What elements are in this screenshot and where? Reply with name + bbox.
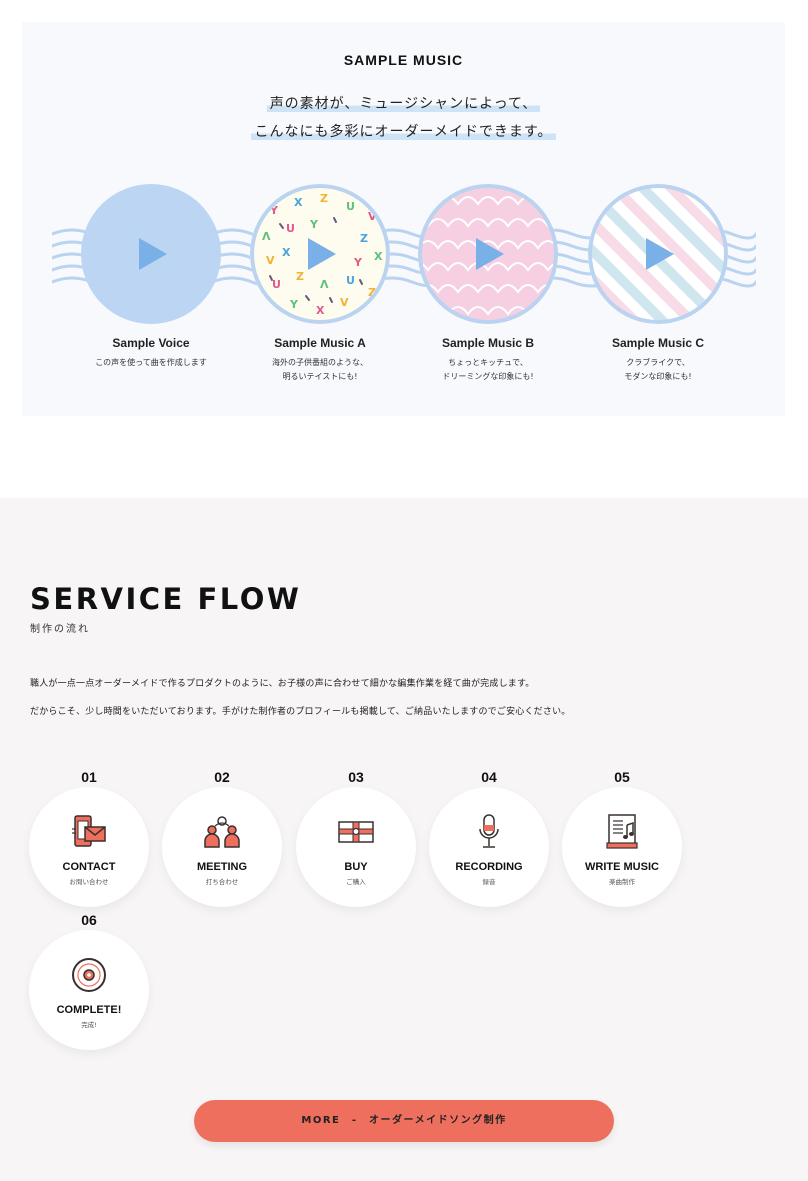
step-number: 05	[614, 769, 630, 785]
sample-music-title: SAMPLE MUSIC	[343, 52, 464, 68]
microphone-icon	[479, 814, 499, 848]
desc-line: ドリーミングな印象にも!	[442, 372, 534, 381]
step-circle: BUY ご購入	[296, 787, 416, 907]
step-label: RECORDING	[455, 861, 523, 873]
step-jp-label: 完成!	[81, 1021, 97, 1029]
desc-line: ちょっとキッチュで、	[448, 358, 528, 367]
music-sheet-icon	[606, 814, 638, 849]
desc-line: クラブライクで、	[626, 358, 690, 367]
service-flow-section: SERVICE FLOW 制作の流れ 職人が一点一点オーダーメイドで作るプロダク…	[0, 498, 808, 1181]
step-jp-label: 楽曲制作	[609, 878, 635, 886]
step-circle: MEETING 打ち合わせ	[162, 787, 282, 907]
step-label: COMPLETE!	[56, 1004, 122, 1016]
step-label: BUY	[344, 861, 368, 873]
service-flow-title: SERVICE FLOW	[30, 582, 302, 616]
desc-line: モダンな印象にも!	[624, 372, 692, 381]
play-icon[interactable]	[139, 238, 167, 270]
step-circle: CONTACT お問い合わせ	[29, 787, 149, 907]
service-flow-text-2: だからこそ、少し時間をいただいております。手がけた制作者のプロフィールも掲載して…	[30, 707, 571, 717]
step-number: 01	[81, 769, 97, 785]
step-label: WRITE MUSIC	[585, 861, 659, 873]
contact-phone-mail-icon	[72, 815, 106, 847]
sample-music-c-player[interactable]	[588, 184, 728, 324]
sample-music-b-label: Sample Music B	[441, 336, 535, 350]
desc-line: 明るいテイストにも!	[282, 372, 358, 381]
sample-music-b-player[interactable]	[418, 184, 558, 324]
step-jp-label: お問い合わせ	[69, 878, 109, 886]
service-flow-subtitle: 制作の流れ	[30, 624, 90, 635]
lead-line-1: 声の素材が、ミュージシャンによって、	[266, 96, 541, 112]
sample-music-c-desc: クラブライクで、 モダンな印象にも!	[573, 356, 743, 384]
sample-music-lead: 声の素材が、ミュージシャンによって、 こんなにも多彩にオーダーメイドできます。	[22, 90, 785, 146]
lead-line-2: こんなにも多彩にオーダーメイドできます。	[251, 124, 556, 140]
service-flow-text-1: 職人が一点一点オーダーメイドで作るプロダクトのように、お子様の声に合わせて細かな…	[30, 679, 535, 689]
sample-voice-label: Sample Voice	[112, 336, 190, 350]
sample-music-section: SAMPLE MUSIC 声の素材が、ミュージシャンによって、 こんなにも多彩に…	[22, 22, 785, 416]
step-circle: COMPLETE! 完成!	[29, 930, 149, 1050]
disc-ring	[588, 184, 728, 324]
step-jp-label: 録音	[482, 878, 496, 886]
step-label: MEETING	[196, 861, 248, 873]
sample-voice-desc: この声を使って曲を作成します	[66, 356, 236, 370]
desc-line: 海外の子供番組のような、	[272, 358, 368, 367]
step-circle: WRITE MUSIC 楽曲制作	[562, 787, 682, 907]
desc-line: この声を使って曲を作成します	[95, 358, 207, 367]
step-number: 06	[81, 912, 97, 928]
step-label: CONTACT	[62, 861, 116, 873]
sample-voice-player[interactable]	[81, 184, 221, 324]
gift-box-icon	[338, 821, 374, 843]
disc-ring	[418, 184, 558, 324]
sample-music-a-label: Sample Music A	[274, 336, 366, 350]
more-order-made-song-button[interactable]: MORE - オーダーメイドソング制作	[194, 1100, 614, 1142]
meeting-people-icon	[204, 816, 240, 848]
step-number: 02	[214, 769, 230, 785]
step-number: 03	[348, 769, 364, 785]
sample-music-b-desc: ちょっとキッチュで、 ドリーミングな印象にも!	[403, 356, 573, 384]
sample-music-c-label: Sample Music C	[611, 336, 705, 350]
step-jp-label: ご購入	[346, 878, 366, 886]
disc-icon	[72, 958, 106, 992]
sample-music-a-desc: 海外の子供番組のような、 明るいテイストにも!	[235, 356, 405, 384]
step-number: 04	[481, 769, 497, 785]
disc-ring	[250, 184, 390, 324]
step-jp-label: 打ち合わせ	[205, 878, 239, 886]
step-circle: RECORDING 録音	[429, 787, 549, 907]
